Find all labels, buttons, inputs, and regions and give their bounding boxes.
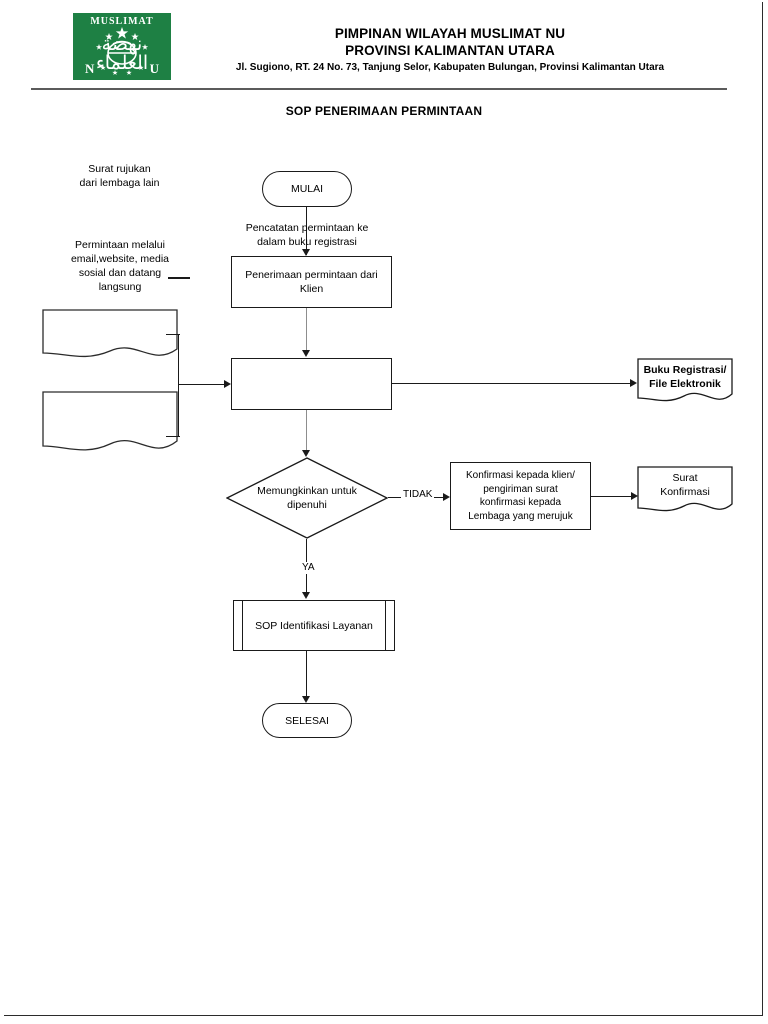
document-buku-registrasi: Buku Registrasi/File Elektronik xyxy=(637,358,733,408)
arrow-left-to-process xyxy=(224,380,231,388)
connector-start-to-receive xyxy=(306,207,308,255)
branch-label-ya: YA xyxy=(299,562,318,574)
arrow-start-to-receive xyxy=(302,249,310,256)
org-name-line1: PIMPINAN WILAYAH MUSLIMAT NU xyxy=(334,26,566,41)
arrow-decision-yes xyxy=(302,592,310,599)
arrow-decision-no xyxy=(443,493,450,501)
header-divider xyxy=(31,88,727,90)
connector-receive-to-middle xyxy=(306,308,308,350)
logo-emblem-icon xyxy=(95,27,149,75)
input-document-2 xyxy=(42,391,178,460)
connector-left-trunk xyxy=(178,334,180,437)
connector-left-to-process xyxy=(178,384,226,386)
connector-middle-to-registration xyxy=(392,383,632,385)
process-middle-empty xyxy=(231,358,392,410)
flow-end-label: SELESAI xyxy=(285,714,329,727)
connector-doc2-out xyxy=(166,436,180,438)
logo-arabic-text: نهضة العلماء xyxy=(95,33,149,74)
page-title: SOP PENERIMAAN PERMINTAAN xyxy=(285,104,483,118)
flow-start-terminator: MULAI xyxy=(262,171,352,207)
process-konfirmasi-klien-label: Konfirmasi kepada klien/pengiriman surat… xyxy=(466,470,575,522)
connector-sop-to-end xyxy=(306,651,308,701)
org-name-line2: PROVINSI KALIMANTAN UTARA xyxy=(345,43,555,58)
org-address: Jl. Sugiono, RT. 24 No. 73, Tanjung Selo… xyxy=(235,62,665,73)
logo-top-text: MUSLIMAT xyxy=(90,16,154,27)
organization-header: PIMPINAN WILAYAH MUSLIMAT NU PROVINSI KA… xyxy=(180,25,720,75)
connector-middle-to-decision xyxy=(306,410,308,455)
logo-letter-n: N xyxy=(85,61,95,76)
arrow-receive-to-middle xyxy=(302,350,310,357)
arrow-middle-to-decision xyxy=(302,450,310,457)
predefined-process-sop-identifikasi: SOP Identifikasi Layanan xyxy=(233,600,395,651)
flow-end-terminator: SELESAI xyxy=(262,703,352,738)
process-konfirmasi-klien: Konfirmasi kepada klien/pengiriman surat… xyxy=(450,462,591,530)
note-dash-marker xyxy=(168,277,190,279)
arrow-konfirmasi-to-surat xyxy=(631,492,638,500)
input-document-2-text xyxy=(42,391,178,442)
flow-start-label: MULAI xyxy=(290,183,324,195)
input-document-1-text xyxy=(42,309,178,350)
logo-letter-u: U xyxy=(149,61,159,76)
input-document-1 xyxy=(42,309,178,365)
document-buku-registrasi-text: Buku Registrasi/File Elektronik xyxy=(643,363,727,390)
arrow-middle-to-registration xyxy=(630,379,637,387)
branch-label-tidak: TIDAK xyxy=(401,489,435,501)
connector-konfirmasi-to-surat xyxy=(591,496,633,498)
connector-doc1-out xyxy=(166,334,180,336)
predefined-process-sop-identifikasi-label: SOP Identifikasi Layanan xyxy=(255,619,373,632)
muslimat-nu-logo: MUSLIMAT نهضة العلماء N U xyxy=(73,13,171,80)
arrow-sop-to-end xyxy=(302,696,310,703)
